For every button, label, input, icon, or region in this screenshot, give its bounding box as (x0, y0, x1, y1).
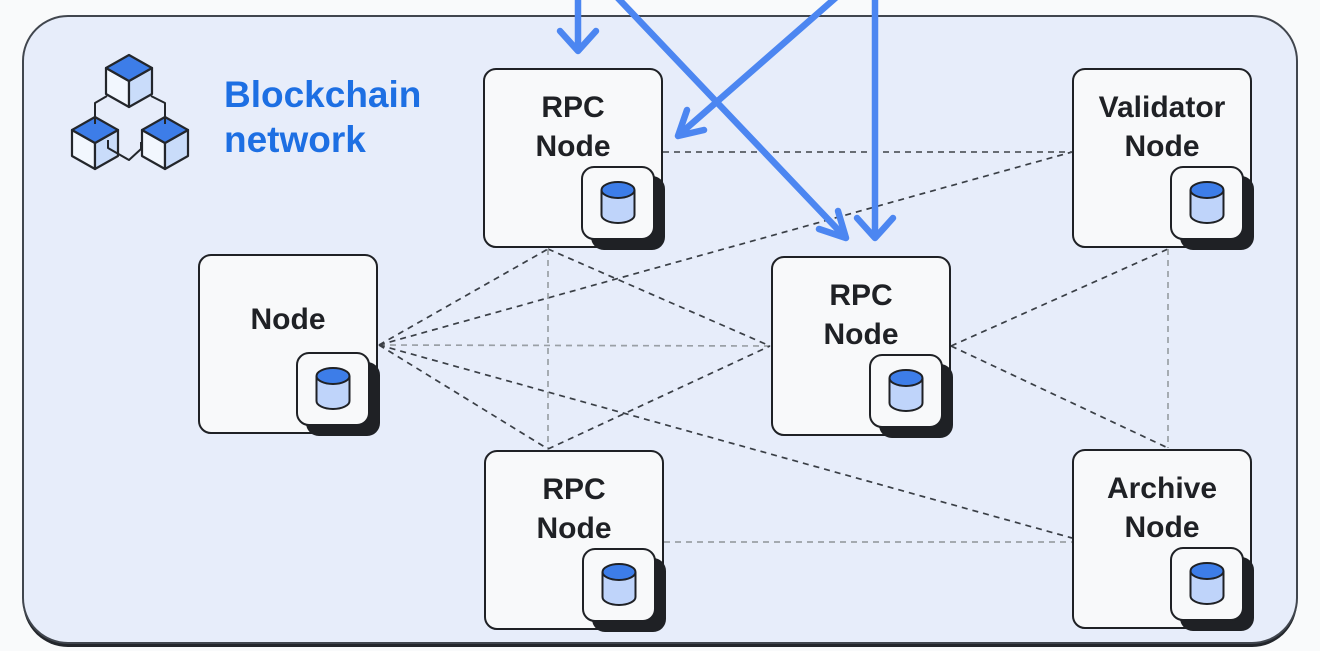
connection-rpc-top-rpc-center (547, 248, 771, 347)
connection-rpc-bottom-rpc-center (547, 345, 771, 450)
node-label: RPC Node (773, 258, 949, 354)
database-cylinder-icon (888, 369, 924, 412)
incoming-arrow-2 (615, 0, 850, 242)
node-label-line: Node (535, 130, 611, 163)
node-label: Node (200, 256, 376, 339)
node-label-line: Node (536, 512, 612, 545)
database-icon (582, 548, 666, 632)
node-label-line: Node (250, 303, 326, 336)
node-label: Validator Node (1074, 70, 1250, 166)
database-icon (581, 166, 665, 250)
node-label-line: RPC (541, 91, 605, 124)
incoming-arrow-1 (556, 0, 600, 55)
node-label-line: Archive (1106, 472, 1218, 505)
database-cylinder-icon (600, 181, 636, 224)
node-label-line: Node (1124, 130, 1200, 163)
page-title: Blockchain network (224, 72, 421, 162)
node-label: RPC Node (485, 70, 661, 166)
database-cylinder-icon (315, 367, 351, 410)
node-box-validator: Validator Node (1072, 68, 1254, 250)
node-label-line: RPC (829, 279, 893, 312)
incoming-arrow-3 (674, 0, 839, 140)
database-icon-box (869, 354, 943, 428)
connection-rpc-center-archive (950, 345, 1169, 449)
node-label-line: Node (823, 318, 899, 351)
node-box-archive: Archive Node (1072, 449, 1254, 631)
database-cylinder-icon (1189, 562, 1225, 605)
blockchain-cubes-icon (70, 53, 190, 171)
connection-node-validator (378, 151, 1073, 346)
title-line-2: network (224, 119, 366, 160)
title-line-1: Blockchain (224, 74, 422, 115)
database-icon-box (1170, 547, 1244, 621)
connection-node-archive (378, 344, 1073, 539)
incoming-arrow-4 (853, 0, 897, 242)
database-icon (296, 352, 380, 436)
database-icon-box (296, 352, 370, 426)
node-label-line: Validator (1098, 91, 1226, 124)
node-label-line: Node (1124, 511, 1200, 544)
database-icon-box (1170, 166, 1244, 240)
database-icon-box (582, 548, 656, 622)
node-box-node: Node (198, 254, 380, 436)
node-box-rpc-top: RPC Node (483, 68, 665, 250)
connection-rpc-center-validator (950, 248, 1169, 347)
database-cylinder-icon (1189, 181, 1225, 224)
node-box-rpc-bottom: RPC Node (484, 450, 666, 632)
database-icon (1170, 166, 1254, 250)
node-label: RPC Node (486, 452, 662, 548)
node-box-rpc-center: RPC Node (771, 256, 953, 438)
node-label: Archive Node (1074, 451, 1250, 547)
database-icon (869, 354, 953, 438)
database-cylinder-icon (601, 563, 637, 606)
connection-node-rpc-bottom (378, 344, 549, 450)
node-label-line: RPC (542, 473, 606, 506)
database-icon (1170, 547, 1254, 631)
database-icon-box (581, 166, 655, 240)
